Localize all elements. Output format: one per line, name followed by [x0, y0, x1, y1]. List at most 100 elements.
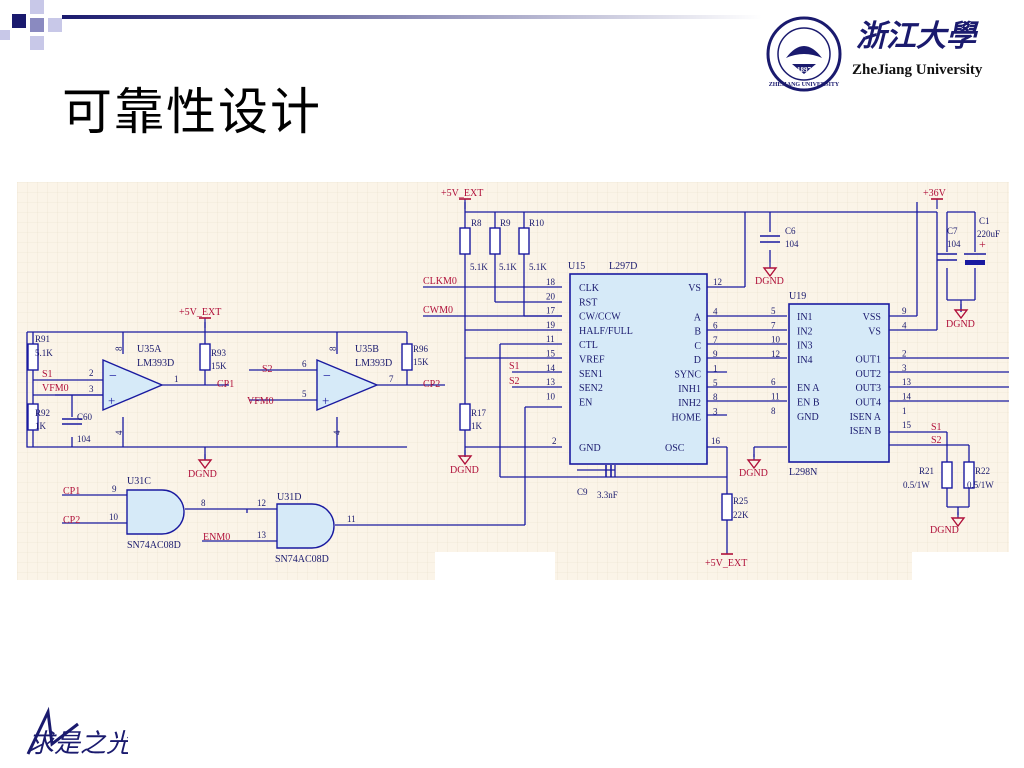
slide-title: 可靠性设计	[62, 83, 322, 141]
u35b-pin7: 7	[389, 374, 394, 384]
u19-left-pin-name: IN4	[797, 355, 813, 366]
university-english-name: ZheJiang University	[852, 62, 983, 78]
u35b-pin8: 8	[328, 346, 338, 351]
u19-left-pin-number: 7	[771, 320, 776, 330]
c1-value: 220uF	[977, 229, 1000, 239]
u35a-pin3: 3	[89, 384, 94, 394]
r96-ref: R96	[413, 344, 429, 354]
net-s1-c: S1	[931, 422, 942, 433]
u15-left-pin-name: SEN2	[579, 383, 603, 394]
u15-left-pin-name: RST	[579, 297, 597, 308]
bottom-calligraphy-logo: 求是之光	[26, 706, 128, 759]
u19-right-pin-name: VSS	[863, 312, 881, 323]
u31c-and-gate: U31C SN74AC08D 9 10 8	[109, 476, 206, 551]
dgnd-label-e: DGND	[739, 468, 768, 479]
u15-right-pin-number: 12	[713, 277, 722, 287]
u35b-pin4: 4	[332, 430, 342, 435]
u15-gnd-num: 2	[552, 436, 557, 446]
u15-left-pin-number: 14	[546, 363, 556, 373]
u15-right-pin-number: 8	[713, 392, 718, 402]
u15-left-pin-name: SEN1	[579, 369, 603, 380]
u15-left-pin-name: EN	[579, 397, 592, 408]
u15-ref: U15	[568, 261, 585, 272]
title-rule	[62, 15, 762, 19]
seal-text: ZHEJIANG UNIVERSITY	[769, 82, 840, 88]
u19-left-pin-number: 10	[771, 335, 781, 345]
u35b-pin6: 6	[302, 359, 307, 369]
net-vfm0-b: VFM0	[247, 396, 274, 407]
u31c-ref: U31C	[127, 476, 151, 487]
u15-right-pin-name: A	[694, 312, 702, 323]
u31d-and-gate: U31D SN74AC08D 12 13 11	[257, 492, 356, 565]
r9-ref: R9	[500, 218, 511, 228]
u19-left-pin-name: IN1	[797, 312, 813, 323]
u15-right-pin-name: B	[694, 327, 701, 338]
net-cp1-a: CP1	[217, 379, 234, 390]
dgnd-label-a: DGND	[188, 469, 217, 480]
u15-left-pin-number: 20	[546, 291, 556, 301]
u15-left-pin-name: CLK	[579, 283, 600, 294]
u19-left-pin-name: IN3	[797, 341, 813, 352]
u31d-ref: U31D	[277, 492, 301, 503]
dgnd-label-d: DGND	[946, 319, 975, 330]
u15-osc-num: 16	[711, 436, 721, 446]
u19-right-pin-number: 1	[902, 406, 907, 416]
bottom-logo-text: 求是之光	[28, 729, 128, 759]
u19-right-pin-number: 14	[902, 392, 912, 402]
net-s2-b: S2	[509, 376, 520, 387]
net-s2-c: S2	[931, 435, 942, 446]
u15-right-pin-number: 5	[713, 378, 718, 388]
u19-left-pin-name: EN B	[797, 398, 820, 409]
u15-right-pin-number: 9	[713, 349, 718, 359]
u15-right-pin-name: HOME	[672, 412, 701, 423]
r92-value: 1K	[35, 421, 47, 431]
university-logo: 1897 ZHEJIANG UNIVERSITY 浙江大學	[766, 16, 979, 92]
c9-value: 3.3nF	[597, 490, 618, 500]
circuit-schematic: + +5V_EXT +5V_EXT +5V_EXT +36V DGND DGND…	[17, 182, 1009, 580]
u19-right-pin-name: ISEN A	[850, 412, 882, 423]
u19-right-pin-number: 9	[902, 306, 907, 316]
r91-ref: R91	[35, 334, 50, 344]
u19-ref: U19	[789, 291, 806, 302]
u15-right-pin-number: 6	[713, 321, 718, 331]
u35a-pin2: 2	[89, 368, 94, 378]
c6-value: 104	[785, 239, 799, 249]
u19-right-pin-number: 15	[902, 420, 912, 430]
u31d-pin12: 12	[257, 498, 266, 508]
net-vfm0-a: VFM0	[42, 383, 69, 394]
u19-right-pin-number: 4	[902, 320, 907, 330]
r10-ref: R10	[529, 218, 545, 228]
dgnd-label-c: DGND	[755, 276, 784, 287]
u19-right-pin-name: OUT1	[855, 355, 881, 366]
power-5v-ext-label-b: +5V_EXT	[441, 188, 483, 199]
u15-left-pin-number: 15	[546, 349, 556, 359]
u19-left-pin-number: 12	[771, 349, 780, 359]
u35a-pin8: 8	[114, 346, 124, 351]
u19-right-pin-name: ISEN B	[850, 426, 882, 437]
u19-right-pin-number: 3	[902, 363, 907, 373]
u19-left-pin-name: EN A	[797, 383, 820, 394]
u35a-pin1: 1	[174, 374, 179, 384]
r93-value: 15K	[211, 361, 227, 371]
u19-right-pin-number: 13	[902, 377, 912, 387]
net-cp2-b: CP2	[63, 515, 80, 526]
u31c-pin8: 8	[201, 498, 206, 508]
net-s1-a: S1	[42, 369, 53, 380]
u15-left-pin-number: 18	[546, 277, 556, 287]
r91-value: 5.1K	[35, 348, 53, 358]
u15-l297d: U15 L297D CLK18RST20CW/CCW17HALF/FULL19C…	[546, 261, 722, 465]
university-calligraphy: 浙江大學	[856, 19, 979, 54]
u19-right-pin-name: OUT2	[855, 369, 881, 380]
u15-right-pin-number: 3	[713, 406, 718, 416]
u15-right-pin-name: INH2	[678, 398, 701, 409]
r22-ref: R22	[975, 466, 990, 476]
r17-value: 1K	[471, 421, 483, 431]
u15-left-pin-name: VREF	[579, 355, 605, 366]
corner-decoration	[0, 0, 62, 50]
u35a-pin4: 4	[114, 430, 124, 435]
net-enm0: ENM0	[203, 532, 230, 543]
u15-right-pin-number: 7	[713, 335, 718, 345]
net-s1-b: S1	[509, 361, 520, 372]
u15-right-pin-name: INH1	[678, 384, 701, 395]
